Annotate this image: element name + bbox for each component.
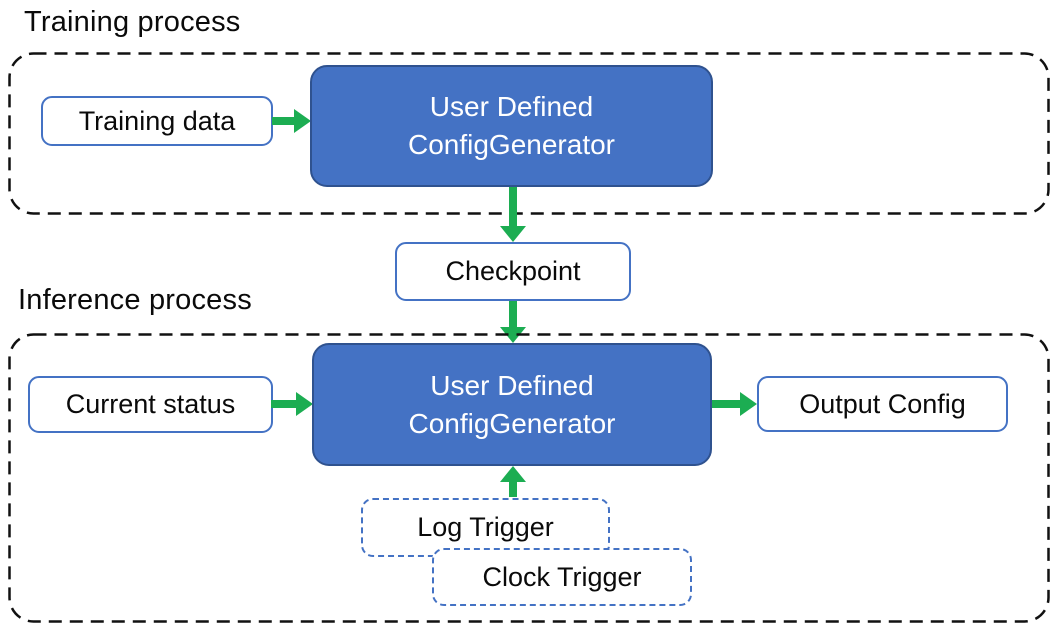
training-process-frame xyxy=(8,52,1050,215)
arrow-head-right-icon xyxy=(296,392,313,416)
generator-to-output-arrow xyxy=(712,392,757,416)
training-data-box: Training data xyxy=(41,96,273,146)
current-status-label: Current status xyxy=(65,389,236,419)
arrow-shaft xyxy=(271,400,296,408)
arrow-head-up-icon xyxy=(500,466,526,482)
arrow-shaft xyxy=(509,187,517,226)
checkpoint-label: Checkpoint xyxy=(445,256,581,286)
arrow-head-right-icon xyxy=(740,392,757,416)
generator-label-line2: ConfigGenerator xyxy=(408,407,616,439)
arrow-shaft xyxy=(509,482,517,497)
log-trigger-box: Log Trigger xyxy=(361,498,610,557)
current-status-to-generator-arrow xyxy=(271,392,313,416)
checkpoint-box: Checkpoint xyxy=(395,242,631,301)
training-data-label: Training data xyxy=(78,105,236,136)
output-config-box: Output Config xyxy=(757,376,1008,432)
generator-label-line1: User Defined xyxy=(429,91,594,123)
training-config-generator-box: User Defined ConfigGenerator xyxy=(310,65,713,187)
clock-trigger-label: Clock Trigger xyxy=(482,561,642,592)
training-process-label: Training process xyxy=(24,6,241,38)
generator-label-line2: ConfigGenerator xyxy=(407,129,615,160)
arrow-head-down-icon xyxy=(500,226,526,242)
generator-label-line1: User Defined xyxy=(430,369,594,401)
arrow-shaft xyxy=(272,117,294,125)
clock-trigger-box: Clock Trigger xyxy=(432,548,692,606)
inference-process-label: Inference process xyxy=(18,284,252,316)
output-config-label: Output Config xyxy=(799,388,966,419)
checkpoint-to-inference-arrow xyxy=(500,301,526,343)
generator-to-checkpoint-arrow xyxy=(500,187,526,242)
trigger-to-generator-arrow xyxy=(500,466,526,497)
training-data-to-generator-arrow xyxy=(272,109,311,133)
current-status-box: Current status xyxy=(28,376,273,433)
log-trigger-label: Log Trigger xyxy=(417,512,554,542)
arrow-shaft xyxy=(509,301,517,327)
inference-process-frame xyxy=(8,333,1050,623)
arrow-shaft xyxy=(712,400,740,408)
arrow-head-down-icon xyxy=(500,327,526,343)
arrow-head-right-icon xyxy=(294,109,311,133)
inference-config-generator-box: User Defined ConfigGenerator xyxy=(312,343,712,466)
